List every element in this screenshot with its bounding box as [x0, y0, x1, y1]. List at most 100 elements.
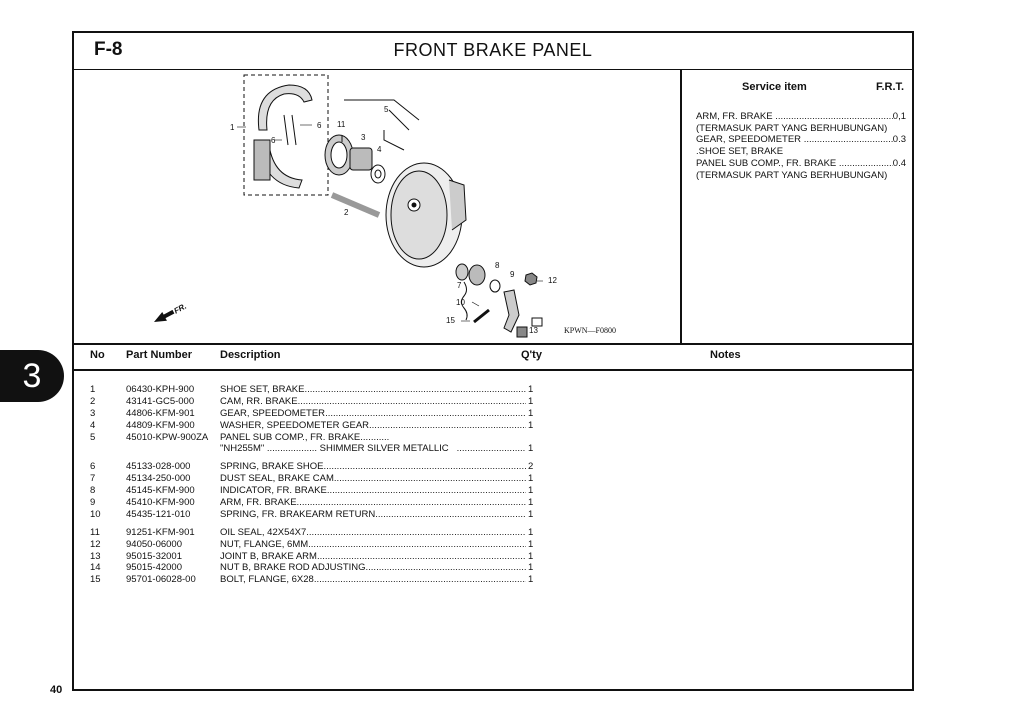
- row-qty: 1: [528, 419, 534, 431]
- row-qty: 1: [528, 497, 534, 509]
- row-txt: OIL SEAL, 42X54X7: [220, 526, 307, 538]
- row-qty: 1: [528, 443, 534, 455]
- row-dots: [327, 485, 526, 496]
- row-pn: 95701-06028-00: [126, 574, 196, 586]
- row-desc: JOINT B, BRAKE ARM: [220, 551, 526, 562]
- row-no: 8: [90, 485, 96, 497]
- row-no: 6: [90, 461, 96, 473]
- diagram-divider: [680, 70, 682, 344]
- shoe-set-box: [243, 74, 329, 196]
- row-lead: PANEL SUB COMP., FR. BRAKE: [696, 158, 893, 170]
- dust-seal: [455, 263, 469, 281]
- row-no: 5: [90, 431, 96, 443]
- row-no: 7: [90, 473, 96, 485]
- row-dots: [298, 396, 526, 407]
- row-lead: ARM, FR. BRAKE: [696, 111, 893, 123]
- callout-8: 8: [495, 261, 500, 270]
- row-qty: 1: [528, 508, 534, 520]
- row-dots: [308, 539, 526, 550]
- row-dots: [334, 473, 526, 484]
- service-row: .SHOE SET, BRAKE: [696, 146, 906, 158]
- row-pn: 45010-KPW-900ZA: [126, 431, 209, 443]
- row-txt: NUT, FLANGE, 6MM: [220, 538, 309, 550]
- row-dots: [375, 509, 526, 520]
- row-txt: DUST SEAL, BRAKE CAM: [220, 473, 334, 485]
- callout-12: 12: [548, 276, 557, 285]
- row-pn: 45410-KFM-900: [126, 497, 195, 509]
- callout-15: 15: [446, 316, 455, 325]
- row-desc: SPRING, BRAKE SHOE: [220, 461, 526, 472]
- col-description: Description: [220, 349, 281, 361]
- row-txt: SPRING, BRAKE SHOE: [220, 461, 324, 473]
- row-qty: 1: [528, 384, 534, 395]
- table-row: 9 45410-KFM-900 ARM, FR. BRAKE 1: [90, 497, 540, 509]
- flange-bolt: [473, 308, 490, 324]
- row-no: 9: [90, 497, 96, 509]
- section-tab: 3: [0, 350, 64, 402]
- callout-6a: 6: [317, 121, 322, 130]
- row-pn: 43141-GC5-000: [126, 395, 195, 407]
- row-dots: [360, 432, 390, 443]
- callout-4: 4: [377, 145, 382, 154]
- arm-washer: [489, 279, 501, 293]
- service-list: ARM, FR. BRAKE0,1 (TERMASUK PART YANG BE…: [696, 111, 906, 181]
- row-cell: (TERMASUK PART YANG BERHUBUNGAN): [696, 169, 888, 181]
- row-pn: 45435-121-010: [126, 508, 191, 520]
- service-row: ARM, FR. BRAKE0,1: [696, 111, 906, 123]
- flange-nut: [524, 272, 538, 286]
- indicator: [468, 264, 486, 286]
- col-part-number: Part Number: [126, 349, 193, 361]
- callout-13: 13: [529, 326, 538, 335]
- row-dots: [369, 420, 526, 431]
- parts-page-frame: F-8 FRONT BRAKE PANEL: [72, 31, 914, 691]
- row-cell: 0.3: [892, 134, 906, 146]
- row-no: 12: [90, 538, 101, 550]
- row-txt: ARM, FR. BRAKE: [220, 497, 297, 509]
- row-desc: OIL SEAL, 42X54X7: [220, 527, 526, 538]
- callout-6b: 6: [271, 136, 276, 145]
- row-no: 4: [90, 419, 96, 431]
- callout-5: 5: [384, 105, 389, 114]
- frt-header: F.R.T.: [876, 81, 905, 93]
- row-pn: 95015-32001: [126, 550, 182, 562]
- shoe-lining: [253, 139, 271, 181]
- row-cell: 0,1: [892, 111, 906, 122]
- service-row: (TERMASUK PART YANG BERHUBUNGAN): [696, 123, 906, 135]
- callout-2: 2: [344, 208, 349, 217]
- exploded-parts-diagram: 1 2 3 4 5 6 6 7 8 9 10 11 12 13 14 15 FR…: [74, 70, 680, 367]
- row-no: 3: [90, 407, 96, 419]
- page-number: 40: [50, 684, 63, 696]
- row-qty: 1: [528, 473, 534, 485]
- diagram-svg: 1 2 3 4 5 6 6 7 8 9 10 11 12 13 14 15 FR…: [154, 74, 616, 367]
- row-txt: "NH255M" ................... SHIMMER SIL…: [220, 443, 449, 455]
- row-qty: 1: [528, 574, 534, 586]
- callout-10: 10: [456, 298, 465, 307]
- row-pn: 45133-028-000: [126, 461, 191, 473]
- row-pn: 44806-KFM-901: [126, 407, 195, 419]
- row-desc: NUT B, BRAKE ROD ADJUSTING: [220, 562, 526, 573]
- row-dots: [323, 461, 526, 472]
- callout-9: 9: [510, 270, 515, 279]
- service-row: (TERMASUK PART YANG BERHUBUNGAN): [696, 170, 906, 182]
- row-qty: 1: [528, 538, 534, 550]
- service-panel: Service item F.R.T. ARM, FR. BRAKE0,1 (T…: [682, 70, 912, 344]
- row-dots: [314, 574, 526, 585]
- row-desc: ARM, FR. BRAKE: [220, 497, 526, 508]
- row-pn: 91251-KFM-901: [126, 526, 195, 538]
- row-desc: NUT, FLANGE, 6MM: [220, 539, 526, 550]
- row-dots: [304, 384, 526, 395]
- table-top-rule: [74, 343, 912, 345]
- row-pn: 06430-KPH-900: [126, 384, 195, 395]
- row-cell: 0.4: [892, 157, 906, 169]
- row-dots: [297, 497, 526, 508]
- service-item-header: Service item: [742, 81, 807, 93]
